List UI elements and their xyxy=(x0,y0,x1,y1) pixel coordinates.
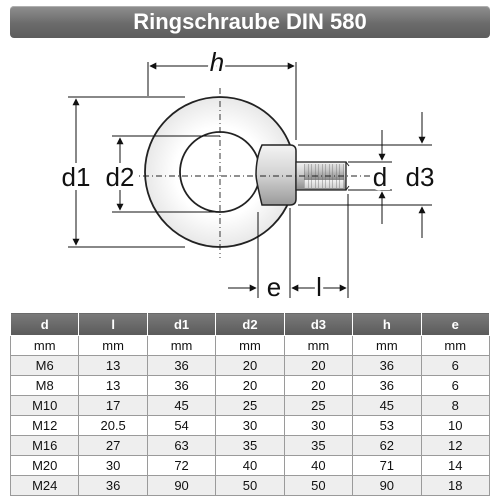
table-cell: 30 xyxy=(215,415,285,436)
collar xyxy=(255,144,297,206)
center-lines xyxy=(130,88,372,258)
table-cell: 20 xyxy=(215,355,285,376)
table-cell: 40 xyxy=(215,455,285,476)
col-header-l: l xyxy=(78,312,148,336)
table-cell: 27 xyxy=(78,435,148,456)
table-cell: 6 xyxy=(420,375,491,396)
table-cell: M16 xyxy=(9,435,80,456)
table-cell: 30 xyxy=(283,415,354,436)
table-cell: 72 xyxy=(146,455,217,476)
table-cell: M24 xyxy=(9,475,80,496)
dimension-h xyxy=(147,62,297,140)
dimension-d xyxy=(348,130,392,224)
label-d: d xyxy=(373,162,387,192)
dimension-e-l xyxy=(228,194,349,298)
table-cell: 25 xyxy=(283,395,354,416)
col-header-d: d xyxy=(9,312,80,336)
label-h: h xyxy=(210,47,224,77)
col-header-d1: d1 xyxy=(146,312,217,336)
table-header-row: d l d1 d2 d3 h e xyxy=(9,312,491,336)
table-cell: 20 xyxy=(283,355,354,376)
table-cell: M12 xyxy=(9,415,80,436)
table-cell: mm xyxy=(78,335,148,356)
table-cell: 53 xyxy=(352,415,422,436)
table-cell: 45 xyxy=(352,395,422,416)
table-cell: 71 xyxy=(352,455,422,476)
table-cell: M8 xyxy=(9,375,80,396)
label-d3: d3 xyxy=(406,162,435,192)
table-cell: 25 xyxy=(215,395,285,416)
table-cell: M6 xyxy=(9,355,80,376)
label-l: l xyxy=(316,272,322,302)
table-cell: M20 xyxy=(9,455,80,476)
ring-bolt-drawing: h d1 d2 d d3 xyxy=(58,44,439,305)
table-cell: 50 xyxy=(215,475,285,496)
table-cell: 17 xyxy=(78,395,148,416)
table-cell: mm xyxy=(215,335,285,356)
table-cell: mm xyxy=(283,335,354,356)
table-cell: mm xyxy=(420,335,491,356)
table-cell: 35 xyxy=(215,435,285,456)
table-cell: mm xyxy=(146,335,217,356)
table-cell: 63 xyxy=(146,435,217,456)
col-header-d3: d3 xyxy=(283,312,354,336)
table-cell: 62 xyxy=(352,435,422,456)
table-cell: 20 xyxy=(283,375,354,396)
table-cell: 40 xyxy=(283,455,354,476)
table-cell: 54 xyxy=(146,415,217,436)
label-d1: d1 xyxy=(62,162,91,192)
table-cell: 6 xyxy=(420,355,491,376)
table-cell: mm xyxy=(9,335,80,356)
table-cell: 30 xyxy=(78,455,148,476)
label-e: e xyxy=(267,272,281,302)
table-cell: 36 xyxy=(146,355,217,376)
page-title: Ringschraube DIN 580 xyxy=(10,6,490,38)
table-cell: 35 xyxy=(283,435,354,456)
table-cell: 20.5 xyxy=(78,415,148,436)
col-header-d2: d2 xyxy=(215,312,285,336)
dimension-d2 xyxy=(112,135,220,213)
table-cell: 13 xyxy=(78,375,148,396)
table-cell: 18 xyxy=(420,475,491,496)
table-cell: 13 xyxy=(78,355,148,376)
table-cell: 50 xyxy=(283,475,354,496)
table-cell: 90 xyxy=(352,475,422,496)
table-cell: M10 xyxy=(9,395,80,416)
table-cell: mm xyxy=(352,335,422,356)
dimension-d3 xyxy=(298,112,432,238)
dimension-d1 xyxy=(68,96,185,248)
table-cell: 36 xyxy=(352,355,422,376)
table-cell: 14 xyxy=(420,455,491,476)
table-cell: 36 xyxy=(146,375,217,396)
table-cell: 10 xyxy=(420,415,491,436)
col-header-e: e xyxy=(420,312,491,336)
table-cell: 20 xyxy=(215,375,285,396)
label-d2: d2 xyxy=(106,162,135,192)
table-cell: 45 xyxy=(146,395,217,416)
table-cell: 36 xyxy=(352,375,422,396)
table-cell: 36 xyxy=(78,475,148,496)
table-cell: 90 xyxy=(146,475,217,496)
table-cell: 12 xyxy=(420,435,491,456)
col-header-h: h xyxy=(352,312,422,336)
table-cell: 8 xyxy=(420,395,491,416)
